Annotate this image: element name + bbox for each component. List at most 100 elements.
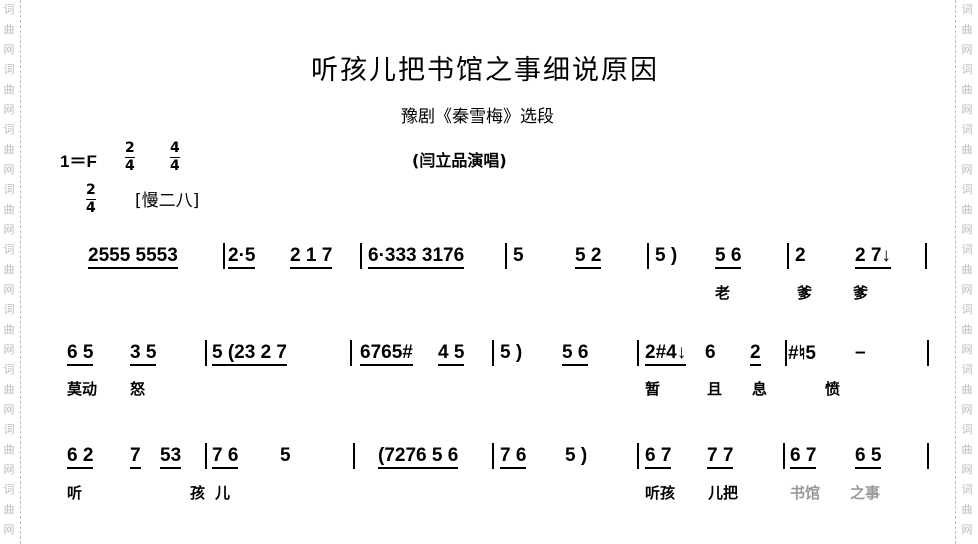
watermark-text: 词曲网: [961, 483, 973, 536]
bar-line: [637, 340, 639, 366]
lyric: 儿: [215, 484, 231, 502]
subtitle: 豫剧《秦雪梅》选段: [401, 107, 554, 127]
note-group: 5 6: [562, 342, 589, 366]
note-group: 2#4↓: [645, 342, 687, 366]
note-text: 53: [160, 445, 182, 469]
lyric: 老: [715, 284, 731, 302]
note-group: 6 5: [855, 445, 882, 469]
bar-line: [505, 243, 507, 269]
bar-line: [350, 340, 352, 366]
note-group: 6765#: [360, 342, 413, 366]
note-group: 5 ): [500, 342, 523, 363]
denominator: 4: [86, 199, 96, 216]
denominator: 4: [125, 157, 135, 174]
note-group: 5 2: [575, 245, 602, 269]
lyric: 孩: [190, 484, 206, 502]
note-text: 6·333 3176: [368, 245, 465, 269]
watermark-text: 词曲网: [961, 123, 973, 176]
note-group: 4 5: [438, 342, 465, 366]
watermark-text: 词曲网: [961, 3, 973, 56]
lyric: 爹: [853, 284, 869, 302]
note-group: 6 2: [67, 445, 94, 469]
bar-line: [353, 443, 355, 469]
lyric: 之事: [850, 484, 881, 502]
note-text: 2: [750, 342, 761, 366]
note-group: 53: [160, 445, 182, 469]
lyric: 听: [67, 484, 83, 502]
bar-line: [223, 243, 225, 269]
note-group: 5 ): [655, 245, 678, 266]
note-group: 5: [513, 245, 524, 266]
watermark-text: 词曲网: [961, 63, 973, 116]
watermark-text: 词曲网: [3, 183, 15, 236]
watermark-text: 词曲网: [3, 483, 15, 536]
note-text: 6 7: [790, 445, 817, 469]
watermark-text: 词曲网: [3, 363, 15, 416]
note-text: 5 6: [562, 342, 589, 366]
bar-line: [205, 443, 207, 469]
note-text: 3 5: [130, 342, 157, 366]
key-signature: 1＝F: [60, 152, 97, 171]
note-text: (7276 5 6: [378, 445, 459, 469]
watermark-text: 词曲网: [961, 363, 973, 416]
note-group: 7 7: [707, 445, 734, 469]
note-text: 2555 5553: [88, 245, 178, 269]
lyric: 莫动: [67, 380, 98, 398]
watermark-text: 词曲网: [961, 183, 973, 236]
note-text: 5 (23 2 7: [212, 342, 287, 366]
bar-line: [925, 243, 927, 269]
note-group: –: [855, 342, 866, 363]
watermark-text: 词曲网: [3, 123, 15, 176]
watermark-text: 词曲网: [961, 303, 973, 356]
bar-line: [927, 443, 929, 469]
note-group: 6: [705, 342, 716, 363]
note-text: 5 6: [715, 245, 742, 269]
note-group: 5: [280, 445, 291, 466]
note-text: 6 7: [645, 445, 672, 469]
song-title: 听孩儿把书馆之事细说原因: [311, 55, 659, 86]
lyric: 暂: [645, 380, 661, 398]
note-text: 4 5: [438, 342, 465, 366]
note-text: 6 5: [855, 445, 882, 469]
note-group: (7276 5 6: [378, 445, 459, 469]
numerator: 4: [170, 140, 180, 156]
note-group: 6 7: [645, 445, 672, 469]
note-text: 6 2: [67, 445, 94, 469]
note-text: 5 2: [575, 245, 602, 269]
bar-line: [647, 243, 649, 269]
lyric: 听孩: [645, 484, 676, 502]
note-group: 6 5: [67, 342, 94, 366]
note-text: 7: [130, 445, 141, 469]
note-group: 2: [750, 342, 761, 366]
lyric: 爹: [797, 284, 813, 302]
note-text: 7 6: [500, 445, 527, 469]
numerator: 2: [86, 182, 96, 198]
bar-line: [637, 443, 639, 469]
note-group: 2 7↓: [855, 245, 891, 269]
right-divider: [955, 0, 956, 544]
note-group: 7 6: [500, 445, 527, 469]
watermark-text: 词曲网: [3, 63, 15, 116]
lyric: 且: [707, 380, 723, 398]
note-group: 2555 5553: [88, 245, 178, 269]
watermark-text: 词曲网: [3, 3, 15, 56]
lyric: 书馆: [790, 484, 821, 502]
note-group: 7: [130, 445, 141, 469]
bar-line: [205, 340, 207, 366]
bar-line: [787, 243, 789, 269]
lyric: 怒: [130, 380, 146, 398]
note-text: 2 7↓: [855, 245, 891, 269]
note-group: 6·333 3176: [368, 245, 465, 269]
note-text: 2#4↓: [645, 342, 687, 366]
lyric: 儿把: [708, 484, 739, 502]
note-text: 6765#: [360, 342, 413, 366]
note-group: 2 1 7: [290, 245, 333, 269]
note-group: 5 ): [565, 445, 588, 466]
note-group: 2: [795, 245, 806, 266]
watermark-text: 词曲网: [3, 303, 15, 356]
bar-line: [785, 340, 787, 366]
